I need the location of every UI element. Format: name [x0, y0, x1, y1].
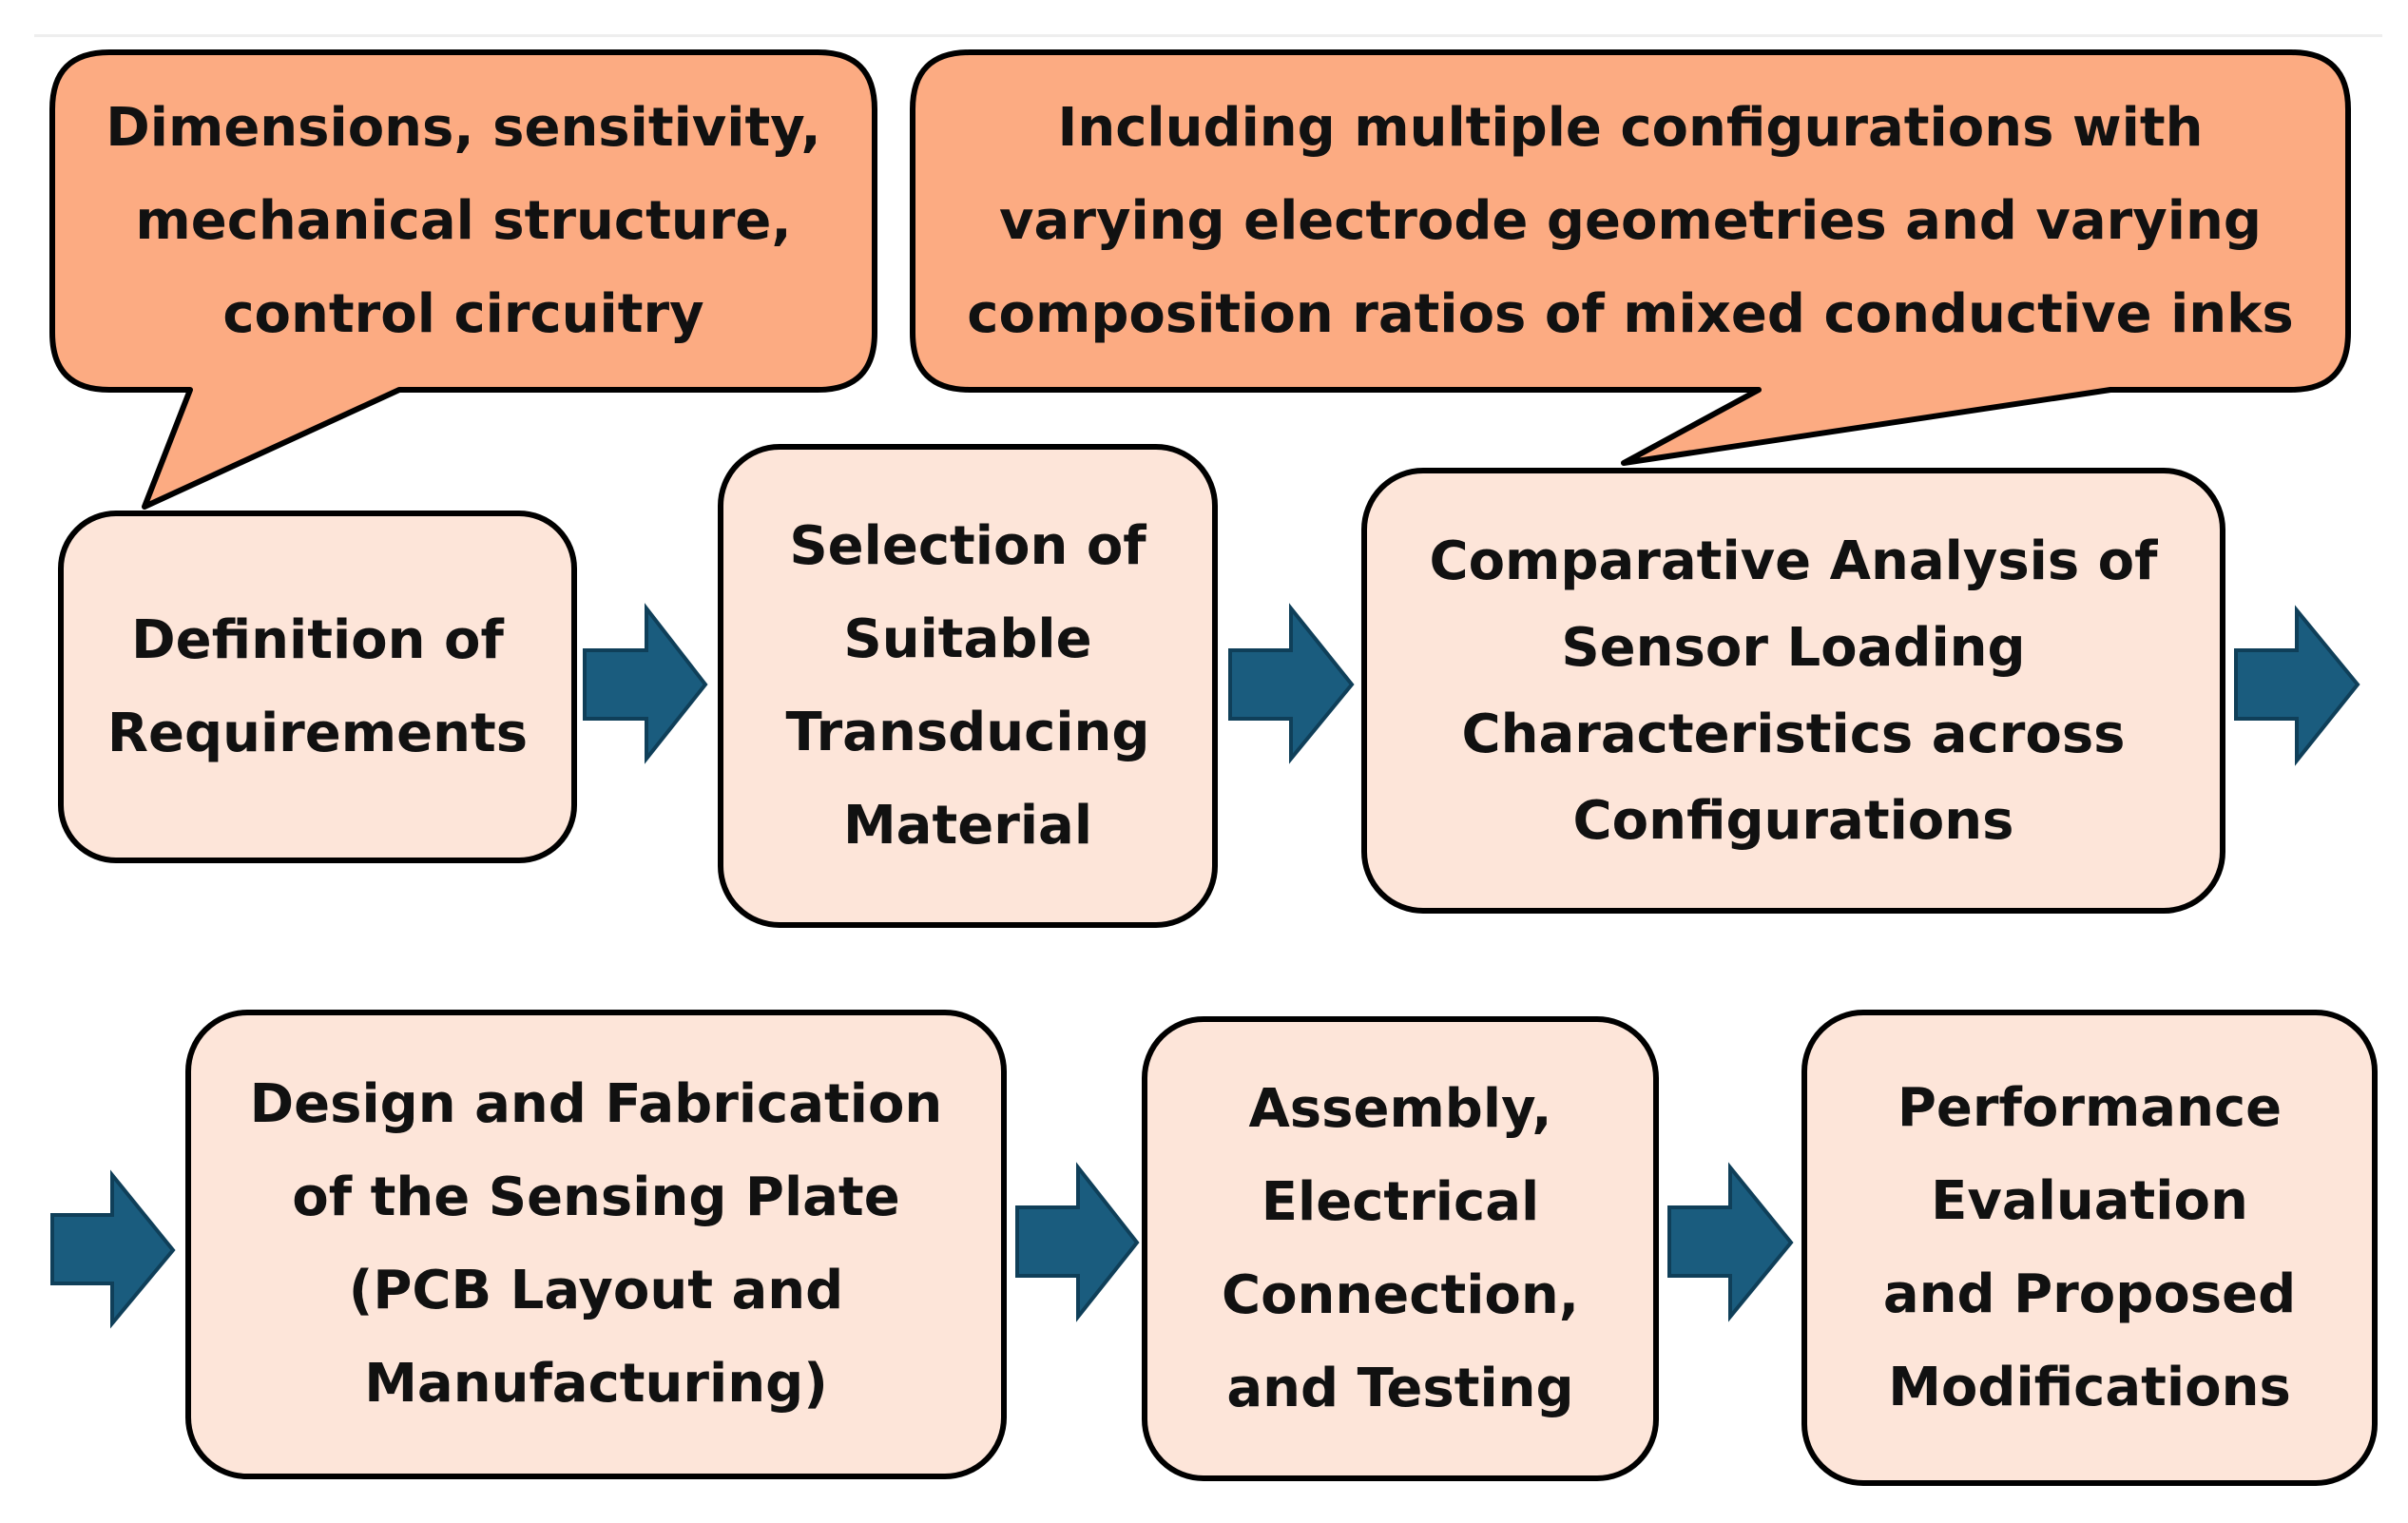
step-comparative-text: Comparative Analysis of Sensor Loading C… — [1429, 530, 2158, 852]
callout-requirements-detail-text: Dimensions, sensitivity, mechanical stru… — [106, 96, 821, 345]
step-comparative-box — [1361, 468, 2225, 914]
callout-requirements-detail-shape — [49, 49, 877, 510]
step-performance-box — [1801, 1010, 2378, 1486]
arrow-row-start-to-design — [50, 1169, 176, 1329]
step-selection-box — [718, 444, 1218, 928]
arrow-definition-to-selection — [583, 603, 708, 764]
step-assembly-text: Assembly, Electrical Connection, and Tes… — [1221, 1077, 1580, 1419]
step-design-text: Design and Fabrication of the Sensing Pl… — [249, 1073, 943, 1415]
step-definition-text: Definition of Requirements — [106, 608, 529, 764]
step-design-box — [185, 1010, 1007, 1479]
arrow-selection-to-comparative — [1228, 603, 1355, 764]
callout-configurations-detail-text: Including multiple configurations with v… — [967, 96, 2294, 345]
callout-configurations-detail-shape — [910, 49, 2351, 466]
top-divider-line — [34, 34, 2382, 37]
step-selection-text: Selection of Suitable Transducing Materi… — [785, 514, 1150, 857]
step-definition-box — [58, 511, 577, 863]
step-assembly-box — [1142, 1016, 1659, 1481]
arrow-comparative-to-next-row — [2234, 605, 2360, 766]
arrow-assembly-to-performance — [1667, 1162, 1794, 1322]
step-performance-text: Performance Evaluation and Proposed Modi… — [1882, 1076, 2297, 1418]
arrow-design-to-assembly — [1015, 1162, 1140, 1322]
